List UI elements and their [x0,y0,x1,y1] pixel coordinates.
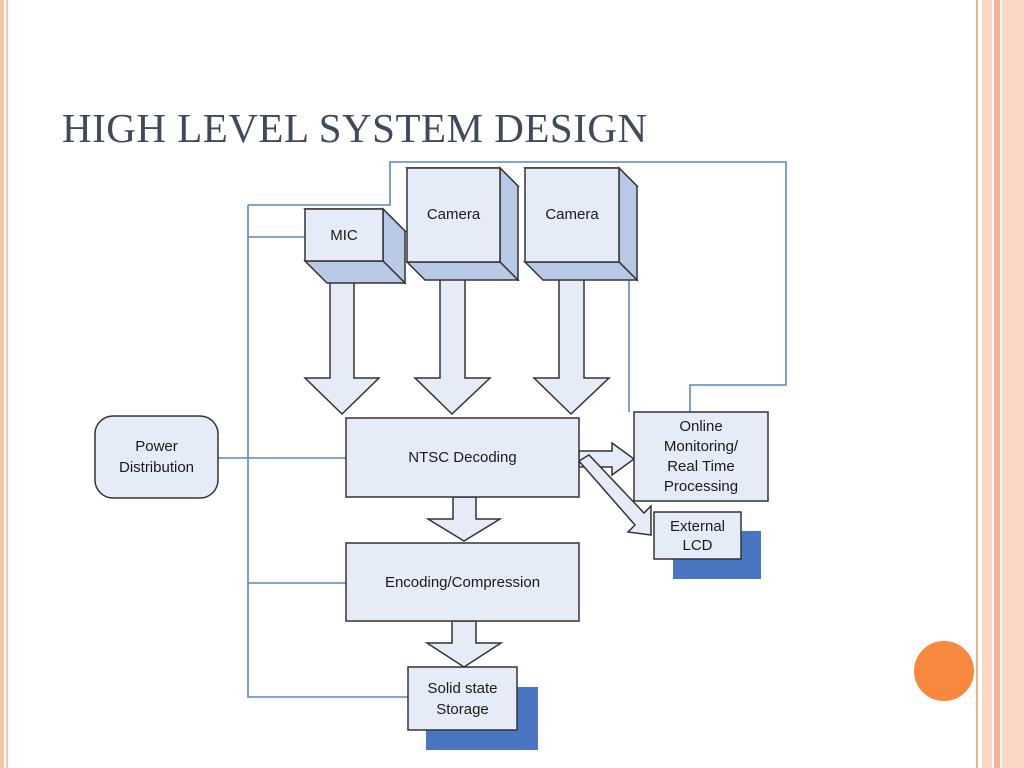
ntsc-to-lcd-arrow [577,454,652,536]
power-wiring [218,161,787,698]
camera-1-arrow [413,261,492,416]
online-monitoring-box [633,411,769,502]
power-distribution-label: Power Distribution [118,438,195,476]
mic-label: MIC [330,226,358,244]
mic-arrow [303,261,381,416]
solid-state-storage-label: Solid state Storage [427,679,498,718]
mic-box [303,207,407,285]
power-loop-line [248,161,787,412]
camera-2-label: Camera [545,205,599,223]
camera-1-label: Camera [426,205,481,223]
encoder-to-storage-arrow [424,620,504,668]
ntsc-decoding-box [345,417,580,498]
external-lcd-label: External LCD [669,517,726,554]
camera-2-arrow [532,261,611,416]
solid-state-storage-box [407,666,518,731]
ntsc-to-encoder-arrow [425,496,503,542]
ntsc-decoding-label: NTSC Decoding [408,449,517,466]
external-lcd-box [653,511,742,560]
online-monitoring-label: Online Monitoring/ Real Time Processing [663,417,739,495]
right-frame-border [976,0,1024,768]
camera-2-box [523,166,639,282]
left-frame-border [0,0,12,768]
slide-title: HIGH LEVEL SYSTEM DESIGN [62,105,648,151]
camera-1-box [405,166,520,282]
encoding-compression-box [345,542,580,622]
power-distribution-box [94,415,219,499]
accent-circle [914,641,974,701]
encoding-compression-label: Encoding/Compression [384,573,541,591]
power-bus-line [247,205,408,698]
